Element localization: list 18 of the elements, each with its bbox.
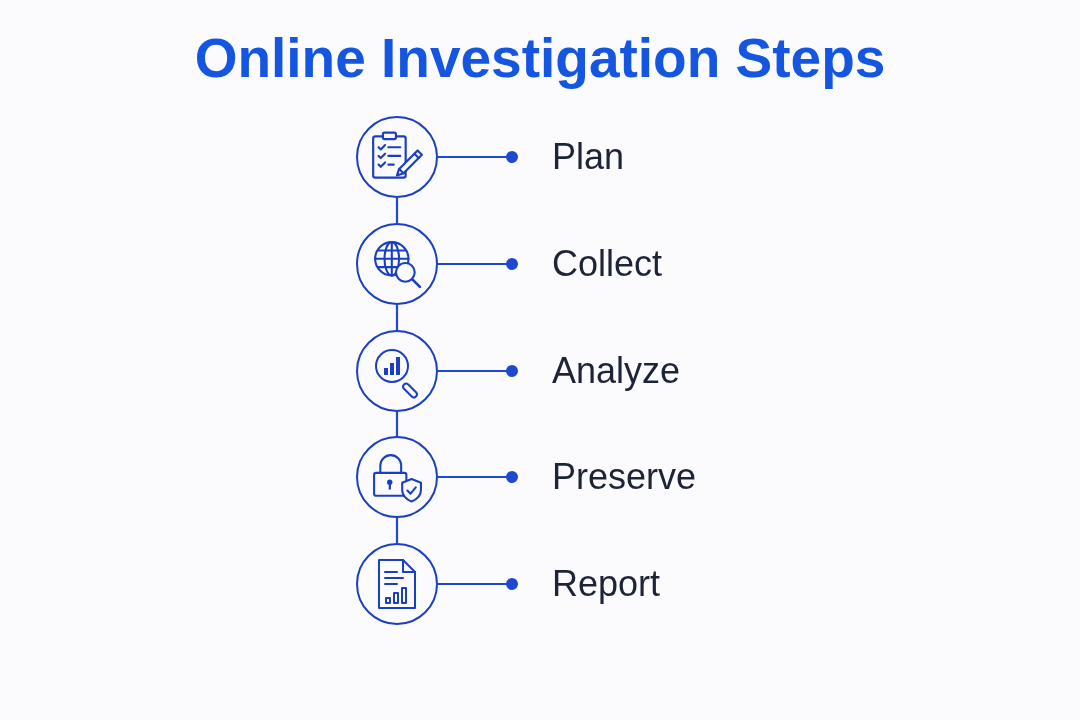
step-label: Report xyxy=(552,566,661,602)
connector-line xyxy=(395,198,399,223)
step-label: Plan xyxy=(552,139,625,175)
dot-leader-line xyxy=(438,471,518,483)
step-label: Preserve xyxy=(552,459,697,495)
step-circle xyxy=(356,223,438,305)
step-label: Analyze xyxy=(552,353,681,389)
connector-line xyxy=(395,412,399,436)
step-circle xyxy=(356,436,438,518)
step-label: Collect xyxy=(552,246,663,282)
dot-leader-line xyxy=(438,578,518,590)
dot-leader-line xyxy=(438,365,518,377)
step-circle xyxy=(356,116,438,198)
step-circle xyxy=(356,543,438,625)
dot-leader-line xyxy=(438,258,518,270)
connector-line xyxy=(395,305,399,330)
connector-line xyxy=(395,518,399,543)
dot-leader-line xyxy=(438,151,518,163)
